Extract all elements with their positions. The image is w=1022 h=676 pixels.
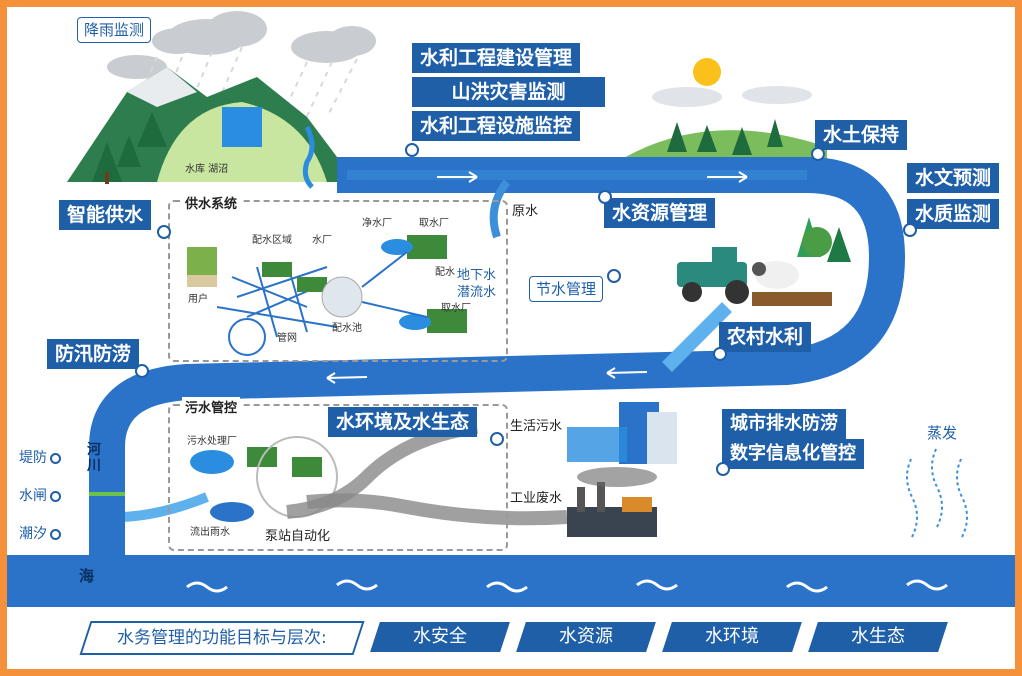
- supply-label-waterworks: 水厂: [312, 235, 332, 246]
- tag-pin: [903, 223, 917, 237]
- evaporation-label: 蒸发: [927, 424, 958, 442]
- tag-construction-management: 水利工程建设管理: [412, 43, 581, 73]
- tag-water-quality: 水质监测: [907, 199, 1000, 229]
- sea: [7, 555, 1015, 607]
- sewage-control-box: [168, 404, 508, 551]
- reservoir-label: 水库 湖沼: [185, 164, 229, 175]
- side-dot-icon: [50, 528, 61, 540]
- sewage-label-pump: 泵站自动化: [265, 529, 331, 544]
- industrial-waste-label: 工业废水: [510, 491, 563, 506]
- tag-water-resource: 水资源管理: [604, 198, 716, 228]
- supply-label-user: 用户: [188, 294, 208, 305]
- tag-pin: [607, 269, 621, 283]
- sewage-label-rainwater: 流出雨水: [190, 527, 230, 538]
- rain-clouds: [107, 11, 376, 79]
- side-dot-icon: [50, 490, 61, 502]
- supply-system-title: 供水系统: [182, 193, 241, 212]
- domestic-sewage-label: 生活污水: [510, 419, 563, 434]
- trees-left: [92, 112, 167, 184]
- supply-label-reservoir: 配水池: [332, 323, 362, 334]
- tag-digital-control: 数字信息化管控: [722, 439, 864, 469]
- raw-water-label: 原水: [512, 204, 539, 219]
- side-item-sluice: 水闸: [19, 485, 61, 505]
- tag-pin: [716, 462, 730, 476]
- tag-pin: [713, 347, 727, 361]
- tag-pin: [405, 143, 419, 157]
- tag-flood-control: 防汛防涝: [47, 339, 140, 369]
- subsurface-label: 潜流水: [457, 285, 497, 300]
- groundwater-label: 地下水: [457, 268, 497, 283]
- rain-monitor-tag: 降雨监测: [77, 17, 152, 43]
- river-path: [89, 157, 905, 567]
- supply-label-intake-1: 取水厂: [419, 218, 449, 229]
- tag-rural-water: 农村水利: [719, 322, 812, 352]
- tag-pin: [157, 225, 171, 239]
- tag-pin: [811, 147, 825, 161]
- sewage-control-title: 污水管控: [182, 397, 241, 416]
- bottom-goals-label: 水务管理的功能目标与层次:: [79, 621, 365, 655]
- illustration: [7, 11, 1015, 607]
- tag-hydro-forecast: 水文预测: [907, 163, 1000, 193]
- tag-facility-monitor: 水利工程设施监控: [412, 111, 581, 141]
- tag-smart-supply: 智能供水: [59, 200, 152, 230]
- sea-label: 海: [79, 567, 95, 585]
- goal-water-safety: 水安全: [370, 622, 510, 652]
- goal-water-ecology: 水生态: [808, 622, 948, 652]
- goal-water-resource: 水资源: [516, 622, 656, 652]
- supply-label-intake-2: 取水厂: [441, 303, 471, 314]
- diagram-frame: 供水系统 污水管控 降雨监测 水库 湖沼 水利工程建设管理 山洪灾害监测 水利工…: [7, 7, 1015, 669]
- tag-water-ecology: 水环境及水生态: [328, 407, 478, 437]
- supply-label-purification: 净水厂: [362, 218, 392, 229]
- goal-water-environment: 水环境: [662, 622, 802, 652]
- save-water-tag: 节水管理: [529, 276, 604, 302]
- evaporation-lines: [906, 446, 968, 538]
- tag-pin: [490, 432, 504, 446]
- supply-label-distribution-area: 配水区域: [252, 235, 292, 246]
- factory: [567, 467, 657, 537]
- river-label: 河川: [87, 442, 101, 474]
- side-item-tide: 潮汐: [19, 523, 61, 543]
- tag-pin: [135, 364, 149, 378]
- tag-urban-drainage: 城市排水防涝: [722, 409, 846, 439]
- supply-facilities: [187, 235, 467, 356]
- city: [567, 402, 677, 464]
- supply-label-pipe-network: 管网: [277, 333, 297, 344]
- tag-flash-flood: 山洪灾害监测: [412, 77, 605, 107]
- farm: [677, 217, 851, 306]
- sewage-label-treatment: 污水处理厂: [187, 436, 237, 447]
- dam: [222, 107, 262, 147]
- tag-soil-conservation: 水土保持: [815, 120, 908, 150]
- side-dot-icon: [50, 452, 61, 464]
- sun: [693, 58, 721, 86]
- supply-system-box: [168, 200, 508, 362]
- tag-pin: [598, 190, 612, 204]
- supply-label-distribute: 配水: [435, 267, 455, 278]
- side-item-embankment: 堤防: [19, 447, 61, 467]
